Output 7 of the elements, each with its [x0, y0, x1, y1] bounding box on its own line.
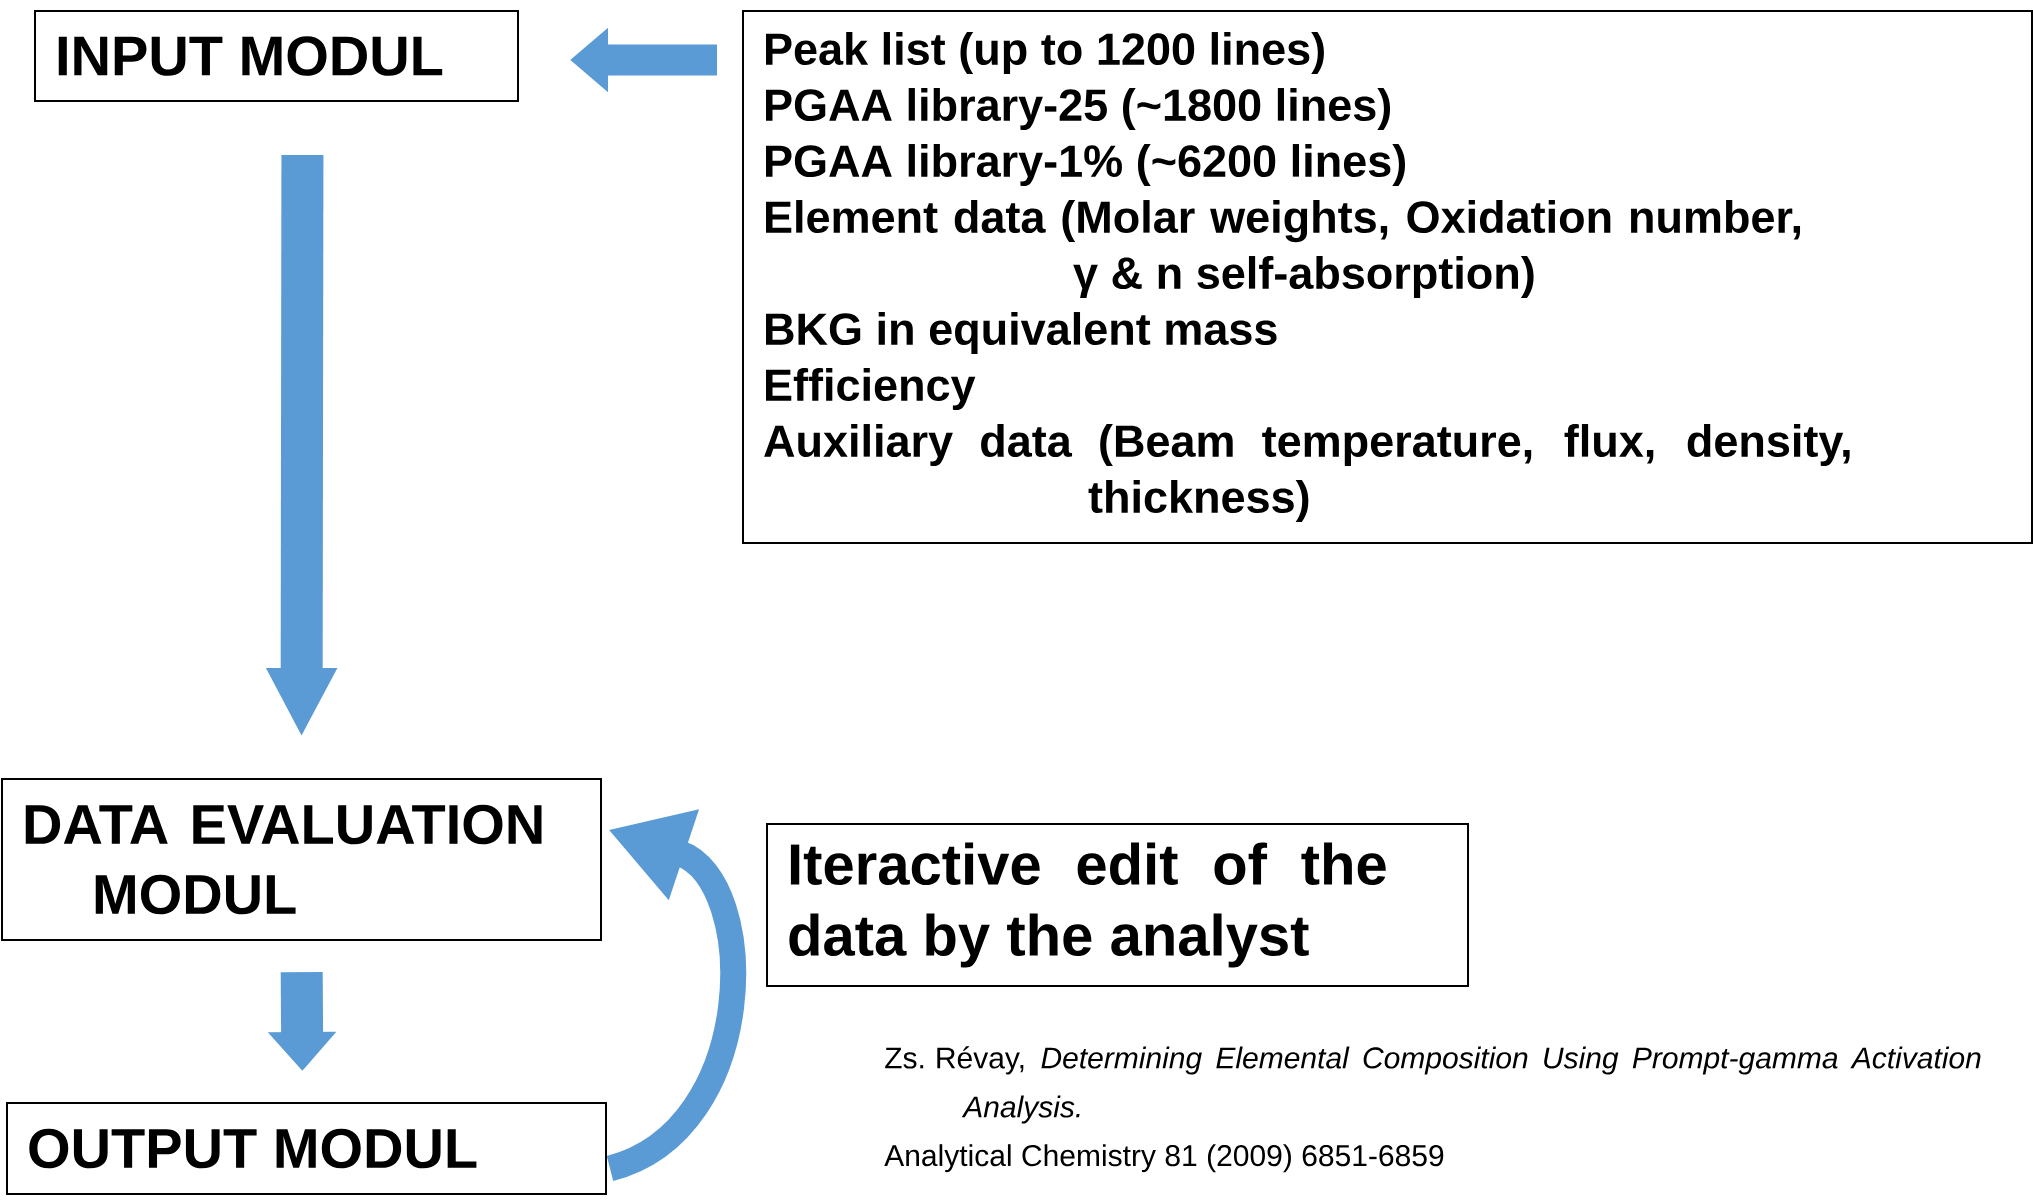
module-box: INPUT MODUL: [34, 10, 519, 102]
input-list-box: Peak list (up to 1200 lines) PGAA library-25 (~1800 lines) PGAA library-1% (~6200 lines) Element data (Molar weights, Oxidation number, γ & n self-absorption) BKG in equivalent mass Efficiency Auxiliary data (Beam temperature, flux, density, thickness): [742, 10, 2033, 544]
citation: Zs. Révay, Determining Elemental Composition Using Prompt-gamma Activation Analysis.: [885, 1046, 1981, 1124]
module-box: DATA EVALUATION MODUL: [1, 778, 602, 941]
note-box: Iteractive edit of the data by the analyst: [766, 823, 1469, 987]
module-box: OUTPUT MODUL: [6, 1102, 607, 1195]
citation: Analytical Chemistry 81 (2009) 6851-6859: [884, 1144, 1444, 1173]
